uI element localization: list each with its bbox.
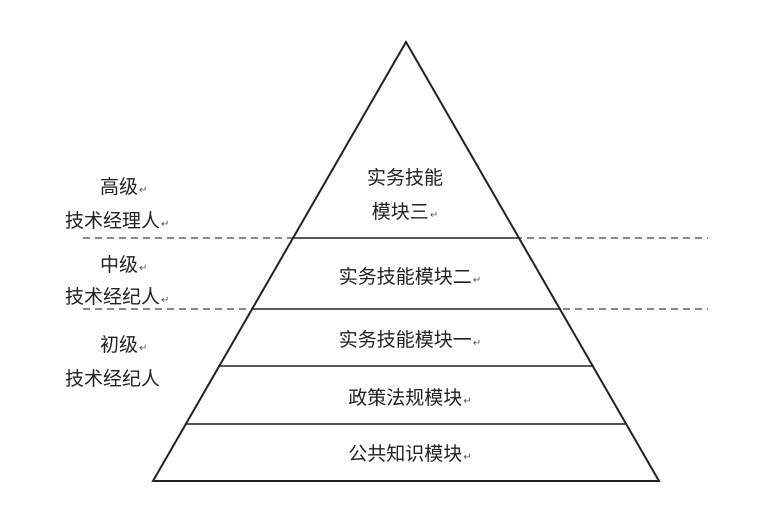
tier-top-label-line1: 实务技能 (367, 167, 443, 189)
tier-2-label: 实务技能模块二↵ (339, 266, 481, 288)
tier-5-label: 公共知识模块↵ (348, 443, 471, 465)
level-middle-role: 技术经纪人↵ (65, 286, 169, 308)
level-junior-title: 初级↵ (100, 334, 147, 356)
level-middle-title: 中级↵ (100, 254, 147, 276)
tier-4-label: 政策法规模块↵ (348, 387, 471, 409)
level-senior-role: 技术经理人↵ (65, 210, 169, 232)
pyramid-outline (151, 39, 661, 482)
level-senior-title: 高级↵ (100, 176, 147, 198)
level-junior-role: 技术经纪人 (65, 368, 160, 390)
tier-top-label-line2: 模块三↵ (372, 201, 438, 223)
tier-3-label: 实务技能模块一↵ (339, 329, 481, 351)
